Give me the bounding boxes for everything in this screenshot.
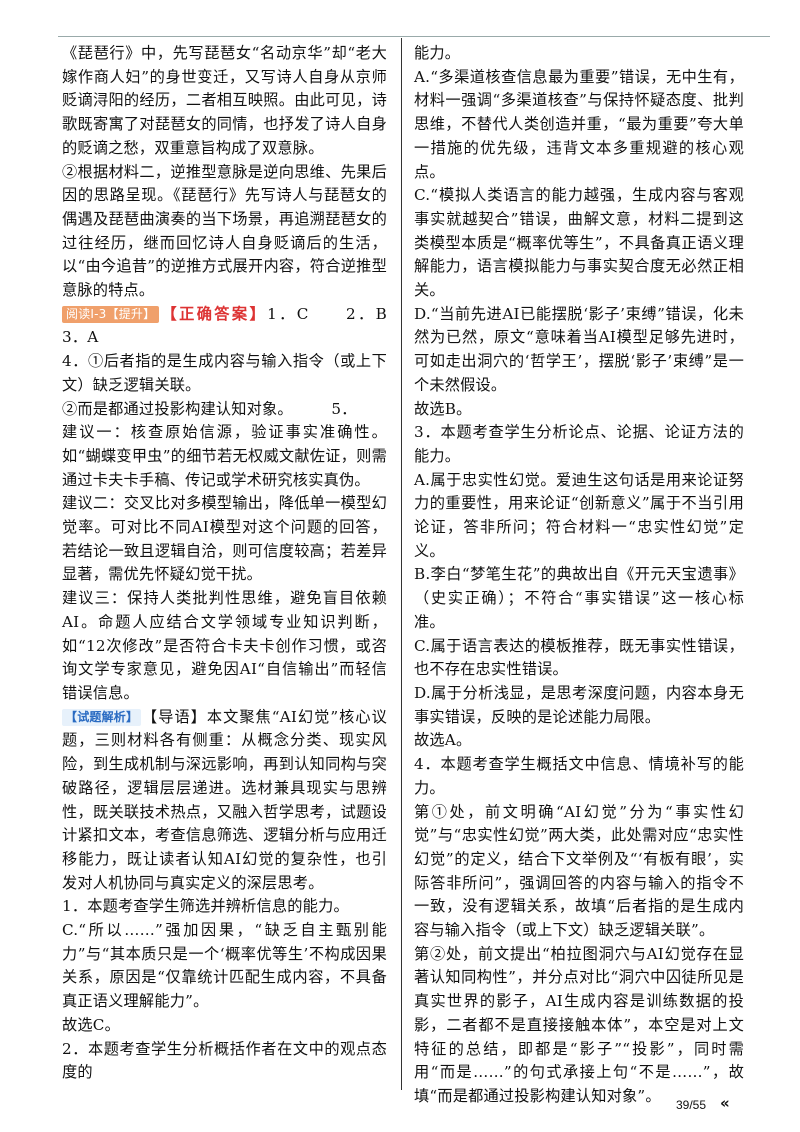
analysis-text: 【导语】本文聚焦“AI幻觉”核心议题，三则材料各有侧重：从概念分类、现实风险，到… (62, 707, 387, 892)
analysis-tag: 【试题解析】 (62, 708, 142, 726)
paragraph: 4．本题考查学生概括文中信息、情境补写的能力。 (414, 755, 744, 797)
paragraph: 故选C。 (62, 1015, 120, 1034)
paragraph: 《琵琶行》中，先写琵琶女“名动京华”却“老大嫁作商人妇”的身世变迁，又写诗人自身… (62, 44, 387, 157)
answer-line: 阅读Ⅰ-3【提升】【正确答案】1．C 2．B 3．A (62, 303, 418, 350)
paragraph: A.属于忠实性幻觉。爱迪生这句话是用来论证努力的重要性，用来论证“创新意义”属于… (414, 470, 744, 560)
answer-label: 【正确答案】 (159, 304, 268, 323)
paragraph: 建议三：保持人类批判性思维，避免盲目依赖AI。命题人应结合文学领域专业知识判断，… (62, 589, 387, 702)
paragraph: 故选A。 (414, 731, 472, 750)
paragraph: D.“当前先进AI已能摆脱‘影子’束缚”错误，化未然为已然，原文“意味着当AI模… (414, 304, 744, 394)
paragraph: C.“模拟人类语言的能力越强，生成内容与客观事实就越契合”错误，曲解文意，材料二… (414, 186, 744, 300)
paragraph: D.属于分析浅显，是思考深度问题，内容本身无事实错误，反映的是论述能力局限。 (414, 683, 744, 726)
paragraph: C.属于语言表达的模板推荐，既无事实性错误，也不存在忠实性错误。 (414, 636, 744, 679)
right-column: 能力。 A.“多渠道核查信息最为重要”错误，无中生有，材料一强调“多渠道核查”与… (414, 42, 744, 1109)
analysis-paragraph: 【试题解析】【导语】本文聚焦“AI幻觉”核心议题，三则材料各有侧重：从概念分类、… (62, 706, 387, 896)
answers: 1．C 2．B 3．A (62, 304, 418, 347)
paragraph: 建议一：核查原始信源，验证事实准确性。如“蝴蝶变甲虫”的细节若无权威文献佐证，则… (62, 423, 387, 489)
paragraph: 能力。 (414, 44, 461, 62)
paragraph: 2．本题考查学生分析概括作者在文中的观点态度的 (62, 1039, 387, 1082)
paragraph: C.“所以……”强加因果，“缺乏自主甄别能力”与“其本质只是一个‘概率优等生’不… (62, 921, 387, 1011)
left-column: 《琵琶行》中，先写琵琶女“名动京华”却“老大嫁作商人妇”的身世变迁，又写诗人自身… (62, 42, 418, 1085)
page-number: 39/55 (676, 1098, 707, 1112)
header-rule (58, 36, 770, 37)
paragraph: 第②处，前文提出“柏拉图洞穴与AI幻觉存在显著认知同构性”，并分点对比“洞穴中囚… (414, 944, 744, 1105)
paragraph: B.李白“梦笔生花”的典故出自《开元天宝遗事》（史实正确）；不符合“事实错误”这… (414, 565, 744, 631)
paragraph: A.“多渠道核查信息最为重要”错误，无中生有，材料一强调“多渠道核查”与保持怀疑… (414, 67, 744, 181)
paragraph: 3．本题考查学生分析论点、论据、论证方法的能力。 (414, 423, 744, 465)
paragraph: ②而是都通过投影构建认知对象。 5． (62, 399, 357, 418)
paragraph: 1．本题考查学生筛选并辨析信息的能力。 (62, 897, 349, 916)
paragraph: 建议二：交叉比对多模型输出，降低单一模型幻觉率。可对比不同AI模型对这个问题的回… (62, 494, 387, 584)
page-nav-arrow[interactable]: « (720, 1094, 730, 1112)
paragraph: 4．①后者指的是生成内容与输入指令（或上下文）缺乏逻辑关联。 (62, 352, 387, 394)
column-divider (401, 38, 402, 1090)
paragraph: ②根据材料二，逆推型意脉是逆向思维、先果后因的思路呈现。《琵琶行》先写诗人与琵琶… (62, 162, 387, 300)
reading-tag: 阅读Ⅰ-3【提升】 (62, 305, 160, 323)
paragraph: 第①处，前文明确“AI幻觉”分为“事实性幻觉”与“忠实性幻觉”两大类，此处需对应… (414, 802, 744, 940)
paragraph: 故选B。 (414, 399, 472, 418)
